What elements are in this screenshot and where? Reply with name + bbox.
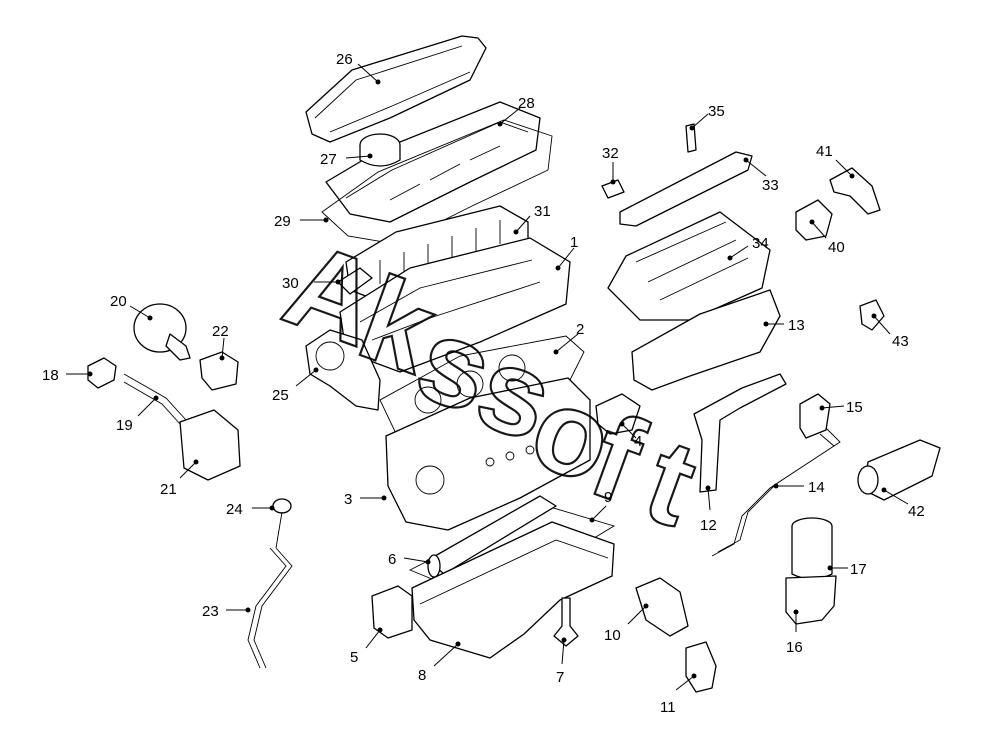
callout-33: 33 — [762, 177, 779, 194]
callout-4: 4 — [634, 433, 642, 450]
callout-6: 6 — [388, 551, 396, 568]
callout-9: 9 — [604, 489, 612, 506]
part-cover-gasket — [321, 119, 553, 245]
callout-8: 8 — [418, 667, 426, 684]
callout-5: 5 — [350, 649, 358, 666]
part-bracket-10 — [635, 577, 689, 637]
callout-10: 10 — [604, 627, 621, 644]
part-dipstick — [247, 498, 293, 669]
part-cylinder-block — [385, 377, 591, 531]
callout-25: 25 — [272, 387, 289, 404]
callout-13: 13 — [788, 317, 805, 334]
part-mount-11 — [685, 641, 717, 693]
part-vacuum-pump — [133, 303, 191, 361]
part-oil-sensor — [553, 597, 579, 647]
part-manifold-lower — [631, 289, 781, 391]
part-mount-40 — [795, 199, 833, 241]
callout-27: 27 — [320, 151, 337, 168]
callout-16: 16 — [786, 639, 803, 656]
callout-14: 14 — [808, 479, 825, 496]
part-injector — [685, 123, 697, 153]
part-support-bracket-12 — [693, 373, 787, 493]
callout-22: 22 — [212, 323, 229, 340]
part-engine-cover — [305, 35, 487, 143]
callout-24: 24 — [226, 501, 243, 518]
callout-31: 31 — [534, 203, 551, 220]
callout-35: 35 — [708, 103, 725, 120]
callout-12: 12 — [700, 517, 717, 534]
part-crankshaft — [427, 495, 557, 578]
callout-17: 17 — [850, 561, 867, 578]
part-mount-bracket — [371, 585, 413, 639]
callout-42: 42 — [908, 503, 925, 520]
callout-11: 11 — [660, 699, 676, 716]
part-timing-cover — [305, 329, 381, 411]
part-camshaft — [337, 267, 373, 295]
callout-29: 29 — [274, 213, 291, 230]
part-sensor-22 — [199, 351, 239, 391]
callout-21: 21 — [160, 481, 177, 498]
callout-labels: 1 2 3 4 5 6 7 8 9 10 11 12 13 14 15 16 1… — [42, 51, 925, 716]
part-water-pump — [595, 393, 641, 435]
callout-41: 41 — [816, 143, 833, 160]
callout-30: 30 — [282, 275, 299, 292]
part-oil-filler-cap — [359, 133, 401, 167]
part-intake-manifold — [607, 211, 771, 321]
callout-3: 3 — [344, 491, 352, 508]
callout-19: 19 — [116, 417, 133, 434]
callout-32: 32 — [602, 145, 619, 162]
part-oil-pan — [411, 521, 615, 659]
callout-1: 1 — [570, 234, 578, 251]
part-hose-14 — [711, 427, 841, 557]
part-rocker-cover — [325, 101, 541, 223]
callout-18: 18 — [42, 367, 59, 384]
part-filter-housing — [785, 575, 837, 625]
callout-34: 34 — [752, 235, 769, 252]
part-pipe-19 — [123, 373, 187, 425]
part-bracket-15 — [799, 393, 831, 439]
part-oil-filter — [791, 517, 833, 580]
callout-40: 40 — [828, 239, 845, 256]
callout-2: 2 — [576, 321, 584, 338]
part-bracket-41 — [829, 167, 881, 215]
callout-20: 20 — [110, 293, 127, 310]
callout-28: 28 — [518, 95, 535, 112]
callout-15: 15 — [846, 399, 863, 416]
part-fuel-rail — [619, 151, 753, 227]
part-starter-motor — [857, 439, 941, 501]
callout-7: 7 — [556, 669, 564, 686]
callout-26: 26 — [336, 51, 353, 68]
callout-23: 23 — [202, 603, 219, 620]
part-fitting-18 — [87, 357, 117, 389]
callout-43: 43 — [892, 333, 909, 350]
leader-lines — [66, 63, 909, 691]
